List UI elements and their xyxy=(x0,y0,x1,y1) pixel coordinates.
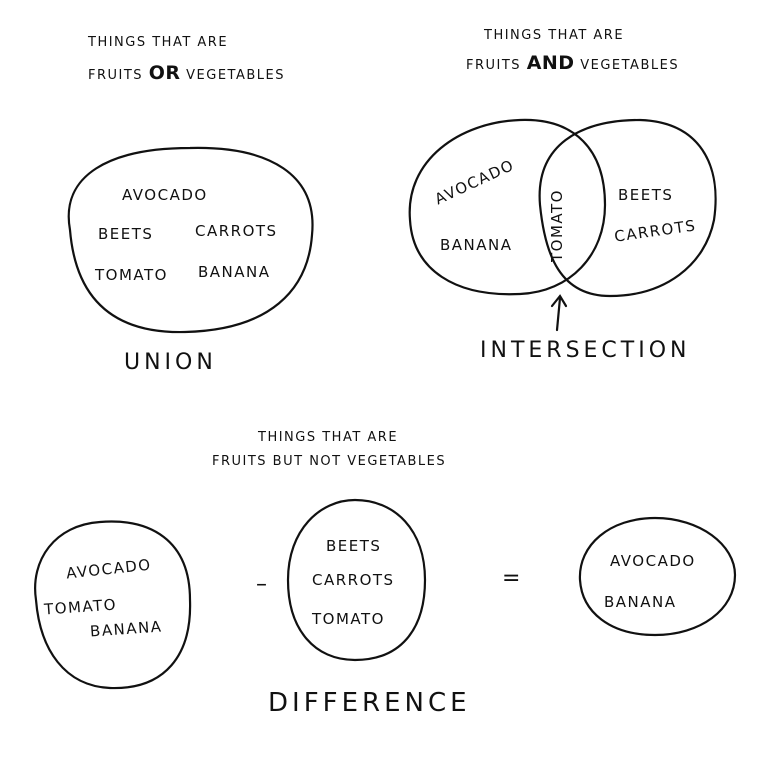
union-set-outline xyxy=(67,146,314,334)
difference-b-item-carrots: Carrots xyxy=(312,571,395,589)
difference-set-b-outline xyxy=(286,498,427,662)
difference-set-a-outline xyxy=(34,520,192,690)
difference-b-item-beets: Beets xyxy=(326,537,382,555)
intersection-item-beets: Beets xyxy=(618,186,674,204)
union-caption-suffix: vegetables xyxy=(186,68,285,83)
intersection-right-set-outline xyxy=(538,118,717,298)
intersection-caption-and: AND xyxy=(526,52,575,74)
intersection-caption-suffix: vegetables xyxy=(580,58,680,73)
difference-caption-line1: Things that are xyxy=(258,430,399,445)
difference-b-item-tomato: Tomato xyxy=(312,610,385,628)
minus-symbol: – xyxy=(256,572,267,597)
intersection-caption-prefix: fruits xyxy=(466,58,522,73)
intersection-item-tomato: Tomato xyxy=(548,189,566,262)
intersection-caption-line2: fruits AND vegetables xyxy=(466,52,679,74)
difference-label: Difference xyxy=(268,688,471,718)
union-caption-prefix: fruits xyxy=(88,68,144,83)
difference-caption-line2: fruits but not vegetables xyxy=(212,454,447,469)
intersection-caption-line1: Things that are xyxy=(484,28,625,43)
union-item-avocado: Avocado xyxy=(122,186,208,204)
difference-result-item-banana: Banana xyxy=(604,593,677,611)
union-item-banana: Banana xyxy=(198,263,271,281)
union-label: Union xyxy=(124,350,217,375)
union-item-tomato: Tomato xyxy=(95,266,168,284)
intersection-item-banana: Banana xyxy=(440,236,513,254)
intersection-left-set-outline xyxy=(408,118,607,296)
union-item-carrots: Carrots xyxy=(195,222,278,240)
union-item-beets: Beets xyxy=(98,225,154,243)
equals-symbol: = xyxy=(502,566,521,591)
intersection-label: Intersection xyxy=(480,338,691,363)
difference-result-outline xyxy=(578,516,737,637)
intersection-arrow-icon xyxy=(550,294,568,332)
union-caption-or: OR xyxy=(148,62,181,84)
union-caption-line1: Things that are xyxy=(88,35,229,50)
difference-result-item-avocado: Avocado xyxy=(610,552,696,570)
union-caption-line2: fruits OR vegetables xyxy=(88,62,285,84)
